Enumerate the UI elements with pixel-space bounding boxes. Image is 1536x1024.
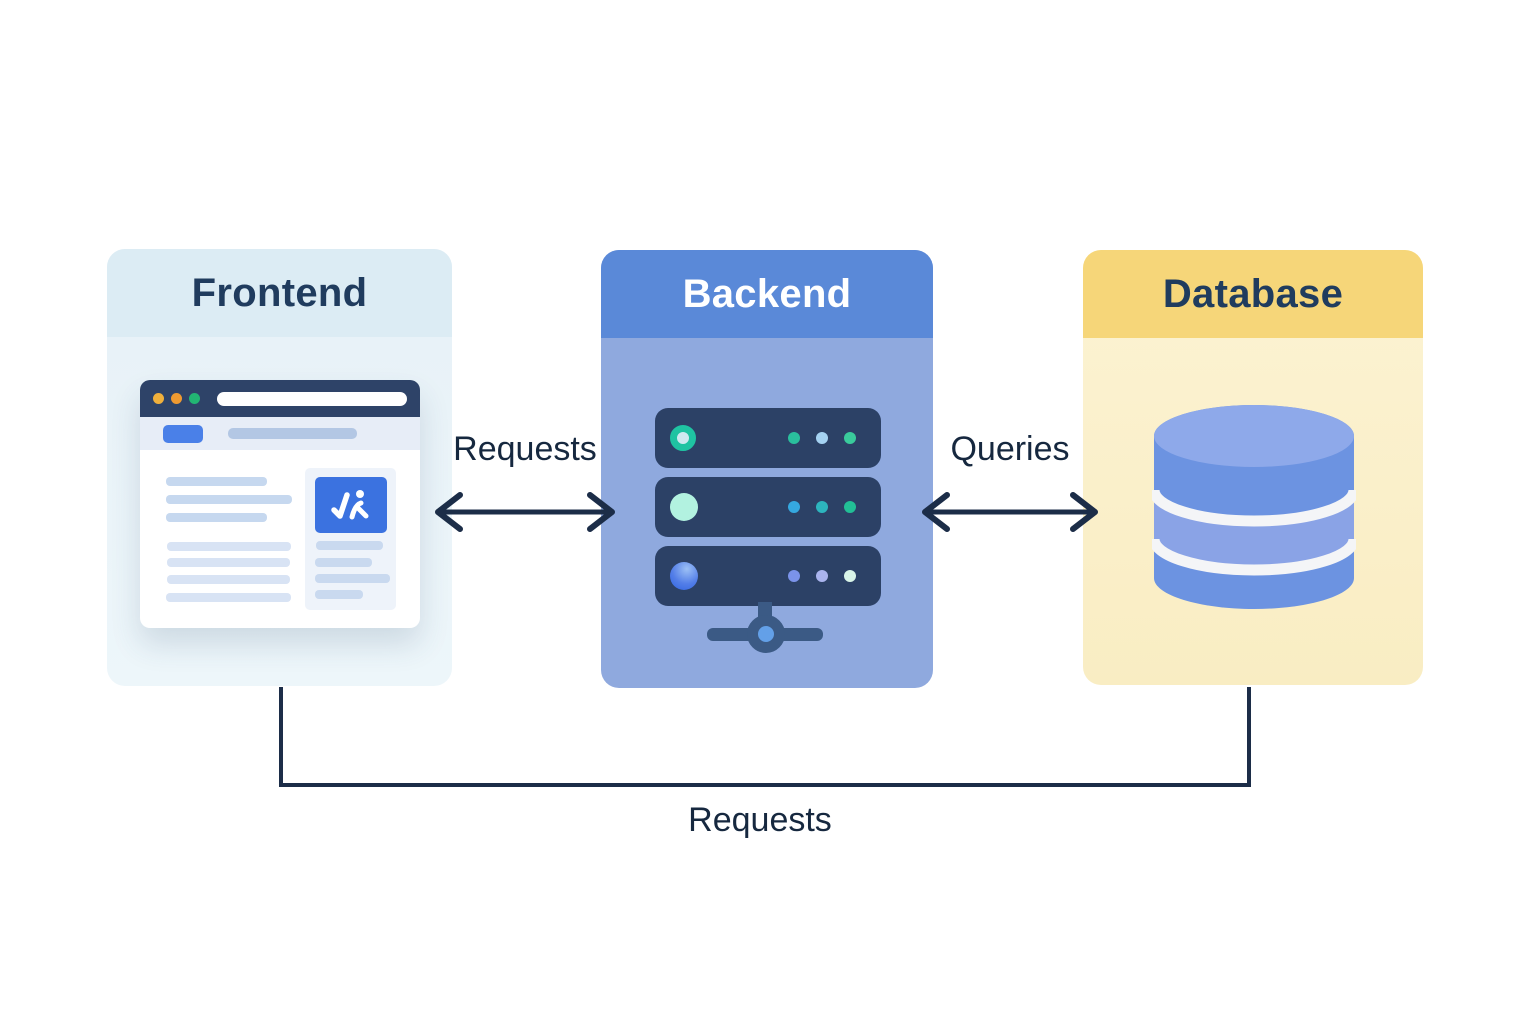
toolbar-bar-placeholder: [228, 428, 357, 439]
status-dot: [816, 501, 828, 513]
window-control-dot-yellow: [153, 393, 164, 404]
node-frontend-header: Frontend: [107, 249, 452, 337]
check-runner-glyph: [331, 490, 369, 520]
server-led-blue: [670, 562, 698, 590]
server-led-ring: [670, 425, 696, 451]
server-status-dots: [788, 570, 866, 582]
edge-label-backend-database: Queries: [950, 430, 1070, 468]
node-database-title: Database: [1162, 271, 1344, 316]
browser-titlebar: [140, 380, 420, 417]
browser-toolbar: [140, 417, 420, 450]
status-dot: [788, 501, 800, 513]
text-line-placeholder: [167, 575, 290, 584]
browser-window-icon: [140, 380, 420, 628]
text-line-placeholder: [316, 541, 383, 550]
double-arrow-backend-database: [922, 492, 1098, 532]
server-unit: [655, 477, 881, 537]
text-line-placeholder: [166, 477, 267, 486]
text-line-placeholder: [315, 590, 363, 599]
node-frontend: Frontend: [107, 249, 452, 686]
network-icon-node: [747, 615, 785, 653]
address-bar: [217, 391, 407, 406]
status-dot: [844, 570, 856, 582]
status-dot: [816, 570, 828, 582]
server-status-dots: [788, 432, 866, 444]
window-control-dot-green: [189, 393, 200, 404]
node-database-header: Database: [1083, 250, 1423, 338]
double-arrow-frontend-backend: [435, 492, 615, 532]
text-line-placeholder: [166, 513, 267, 522]
edge-label-frontend-backend: Requests: [453, 430, 597, 468]
server-unit: [655, 408, 881, 468]
node-backend-title: Backend: [682, 271, 852, 316]
edge-label-frontend-database: Requests: [688, 801, 832, 839]
status-dot: [788, 432, 800, 444]
text-line-placeholder: [166, 593, 291, 602]
app-logo-icon: [315, 477, 387, 533]
text-line-placeholder: [315, 558, 372, 567]
server-unit: [655, 546, 881, 606]
text-line-placeholder: [167, 542, 291, 551]
node-backend-header: Backend: [601, 250, 933, 338]
elbow-connector-frontend-database: [279, 687, 1251, 787]
server-led-mint: [670, 493, 698, 521]
toolbar-button-placeholder: [163, 424, 203, 443]
status-dot: [788, 570, 800, 582]
status-dot: [844, 501, 856, 513]
text-line-placeholder: [166, 495, 292, 504]
server-status-dots: [788, 501, 866, 513]
status-dot: [844, 432, 856, 444]
text-line-placeholder: [315, 574, 390, 583]
node-backend: Backend: [601, 250, 933, 688]
window-control-dot-orange: [171, 393, 182, 404]
text-line-placeholder: [167, 558, 290, 567]
status-dot: [816, 432, 828, 444]
node-database: Database: [1083, 250, 1423, 685]
database-cylinder-icon: [1152, 405, 1356, 609]
browser-side-panel: [305, 468, 396, 610]
node-frontend-title: Frontend: [191, 270, 368, 315]
